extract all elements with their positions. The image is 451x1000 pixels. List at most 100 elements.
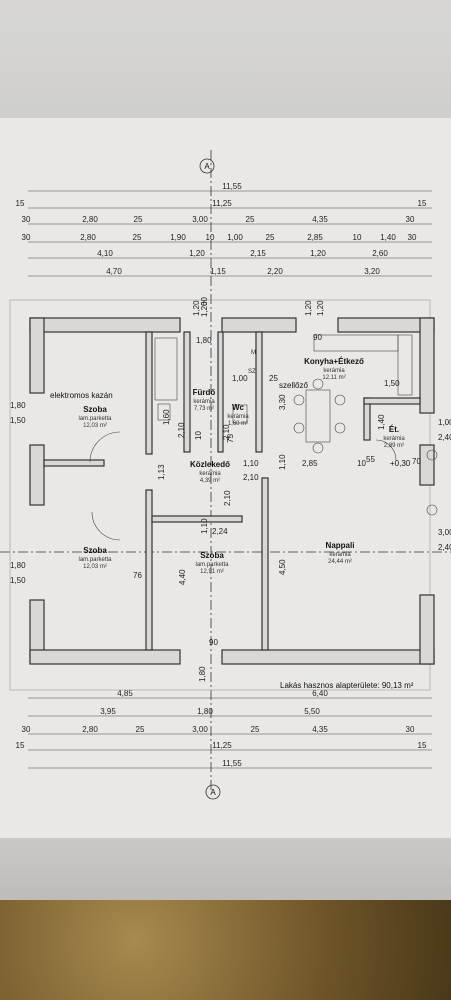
inner-dimension-label: 2,10 [223,490,232,506]
section-mark-top: A [199,158,215,174]
side-dimension-label: 1,80 [10,401,26,410]
inner-dimension-label: 1,10 [200,518,209,534]
room-name: Ét. [389,425,399,434]
room-name: Fürdő [193,388,216,397]
inner-dimension-label: 1,00 [232,374,248,383]
dimension-label: 2,20 [267,267,283,276]
inner-dimension-label: 2,10 [243,473,259,482]
background-wall [0,0,451,120]
inner-dimension-label: 1,40 [377,414,386,430]
room-floor: kerámia [329,552,351,558]
note-boiler: elektromos kazán [50,391,113,400]
inner-dimension-label: 1,13 [157,464,166,480]
dimension-label: 3,95 [100,707,116,716]
room-area: 12,03 m² [83,423,107,429]
dimension-label: 1,90 [170,233,186,242]
side-dimension-label: 2,40 [438,433,451,442]
room-floor: kerámia [193,399,215,405]
side-dimension-texts: 1,80 1,50 1,80 1,50 1,00 2,40 3,00 2,40 [10,401,451,585]
dimension-label: 30 [406,215,415,224]
inner-dimension-label: 2,24 [212,527,228,536]
side-dimension-label: 1,00 [438,418,451,427]
inner-dimension-label: 1,60 [162,409,171,425]
section-mark-label: A [204,162,210,171]
room-name: Konyha+Étkező [304,357,364,366]
room-area: 2,89 m² [384,443,404,449]
dimension-label: 25 [134,215,143,224]
dimension-label: 25 [246,215,255,224]
dimension-label: 15 [418,199,427,208]
dimension-label: 4,35 [312,725,328,734]
dimension-label: 2,80 [82,725,98,734]
note-sz: SZ [248,369,256,375]
dimension-label: 25 [133,233,142,242]
background-floor [0,838,451,900]
inner-dimension-label: 10 [194,431,203,440]
section-mark-label: A [210,788,216,797]
inner-dimension-label: 1,20 [304,300,313,316]
room-floor: kerámia [323,368,345,374]
inner-dimension-label: 1,80 [198,666,207,682]
inner-dimension-label: 55 [366,455,375,464]
inner-dimension-label: 3,30 [278,394,287,410]
dimension-label: 1,40 [380,233,396,242]
side-dimension-label: 2,40 [438,543,451,552]
section-mark-bottom: A [205,784,221,800]
dimension-label: 25 [266,233,275,242]
room-floor: kerámia [199,471,221,477]
inner-dimension-label: 2,10 [177,422,186,438]
dimension-label: 3,00 [192,215,208,224]
dimension-label: 2,15 [250,249,266,258]
room-area: 24,44 m² [328,559,352,565]
dimension-lines-bottom [28,697,432,769]
dimension-label: 4,85 [117,689,133,698]
room-area: 4,39 m² [200,478,220,484]
inner-dimension-label: 90 [313,333,322,342]
side-dimension-label: 1,50 [10,416,26,425]
dimension-label: 6,40 [312,689,328,698]
side-dimension-label: 1,80 [10,561,26,570]
inner-dimension-label: 2,10 [222,424,231,440]
inner-dimension-label: 90 [209,638,218,647]
dimension-label: 1,20 [310,249,326,258]
dimension-label: 4,10 [97,249,113,258]
dimension-label: 30 [22,215,31,224]
inner-walls [43,331,421,651]
dimension-label: 30 [22,233,31,242]
dimension-label: 1,20 [189,249,205,258]
dimension-label: 2,85 [307,233,323,242]
plot-frame [9,299,431,691]
dimension-label: 1,15 [210,267,226,276]
inner-dimension-label: 10 [357,459,366,468]
room-area: 7,73 m² [194,406,214,412]
inner-dimension-label: 1,20 [192,300,201,316]
note-vent: szellőző [279,381,308,390]
note-m: M [251,350,256,356]
dimension-label: 15 [16,199,25,208]
inner-dimension-label: 1,20 [200,301,209,317]
dimension-label: 10 [206,233,215,242]
inner-dimension-label: 1,50 [384,379,400,388]
inner-dimension-label: 4,40 [178,569,187,585]
dimension-label: 11,55 [222,182,242,191]
room-area: 12,11 m² [322,375,345,381]
side-dimension-label: 3,00 [438,528,451,537]
outer-walls [29,317,435,665]
side-dimension-label: 1,50 [10,576,26,585]
dimension-label: 3,00 [192,725,208,734]
inner-dimension-label: 70 [412,457,421,466]
dimension-label: 11,25 [212,199,232,208]
dimension-lines-top [28,190,432,277]
room-area: 12,03 m² [83,564,107,570]
dimension-label: 3,20 [364,267,380,276]
plan-paper [0,118,451,838]
